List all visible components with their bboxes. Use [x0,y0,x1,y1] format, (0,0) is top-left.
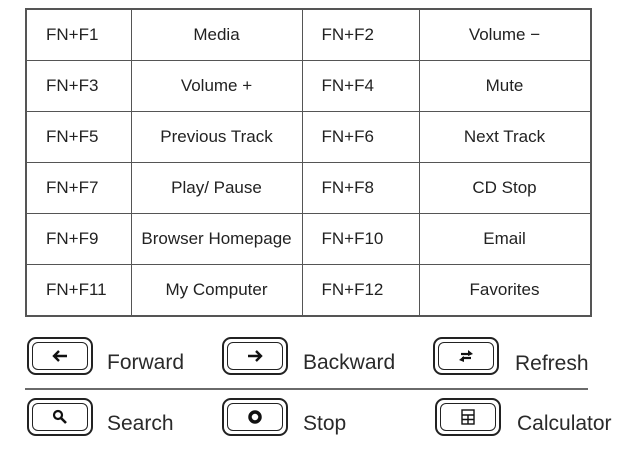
function-cell: Play/ Pause [130,162,303,214]
fn-key-cell: FN+F3 [25,60,132,112]
fn-key-cell: FN+F10 [301,213,420,265]
forward-key [27,337,93,375]
stop-key [222,398,288,436]
refresh-key [433,337,499,375]
stop-icon [224,400,286,434]
function-cell: My Computer [130,264,303,317]
function-cell: Mute [418,60,591,112]
fn-key-cell: FN+F5 [25,111,132,163]
table-row: FN+F5 Previous Track FN+F6 Next Track [25,111,591,163]
fn-key-cell: FN+F7 [25,162,132,214]
arrow-right-icon [224,339,286,373]
search-icon [29,400,91,434]
table-row: FN+F3 Volume + FN+F4 Mute [25,60,591,112]
table-row: FN+F7 Play/ Pause FN+F8 CD Stop [25,162,591,214]
backward-label: Backward [303,351,396,374]
fn-key-cell: FN+F8 [301,162,420,214]
search-label: Search [107,412,174,435]
calculator-icon [437,400,499,434]
function-cell: Email [418,213,591,265]
arrow-left-icon [29,339,91,373]
fn-key-table: FN+F1 Media FN+F2 Volume − FN+F3 Volume … [25,8,592,317]
function-cell: CD Stop [418,162,591,214]
function-cell: Next Track [418,111,591,163]
fn-key-cell: FN+F1 [25,8,132,61]
function-cell: Previous Track [130,111,303,163]
divider [25,388,588,390]
function-cell: Browser Homepage [130,213,303,265]
table-row: FN+F11 My Computer FN+F12 Favorites [25,264,591,317]
fn-key-cell: FN+F4 [301,60,420,112]
calculator-key [435,398,501,436]
fn-key-cell: FN+F12 [301,264,420,317]
function-cell: Volume + [130,60,303,112]
fn-key-cell: FN+F2 [301,8,420,61]
search-key [27,398,93,436]
function-cell: Favorites [418,264,591,317]
fn-key-cell: FN+F6 [301,111,420,163]
backward-key [222,337,288,375]
stop-label: Stop [303,412,347,435]
function-cell: Media [130,8,303,61]
fn-key-cell: FN+F11 [25,264,132,317]
table-row: FN+F1 Media FN+F2 Volume − [25,8,591,61]
refresh-icon [435,339,497,373]
fn-key-cell: FN+F9 [25,213,132,265]
table-row: FN+F9 Browser Homepage FN+F10 Email [25,213,591,265]
refresh-label: Refresh [515,352,589,375]
function-cell: Volume − [418,8,591,61]
forward-label: Forward [107,351,185,374]
calculator-label: Calculator [517,412,612,435]
